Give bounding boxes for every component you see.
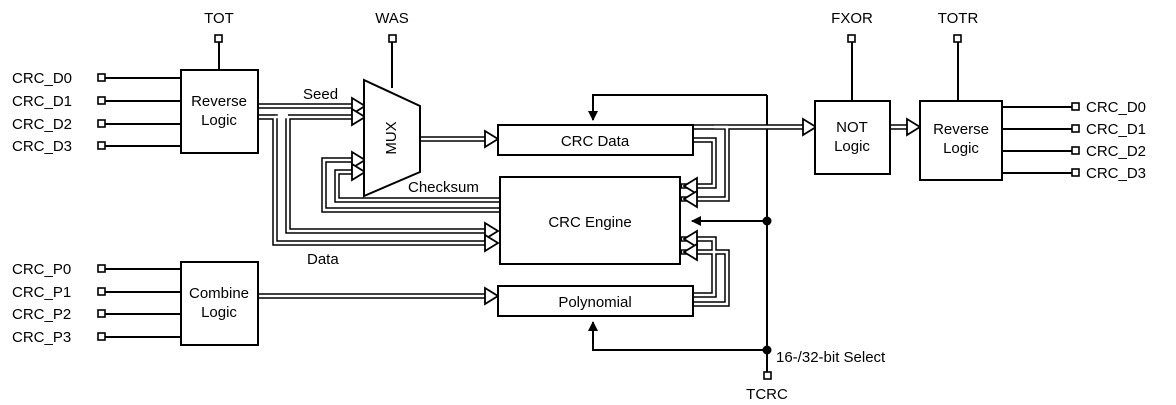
svg-text:Logic: Logic xyxy=(201,112,237,129)
left-poly-pin-labels: CRC_P0 CRC_P1 CRC_P2 CRC_P3 xyxy=(12,261,71,346)
svg-text:CRC_D2: CRC_D2 xyxy=(12,116,72,133)
bus-labels: Seed Checksum Data xyxy=(303,86,479,268)
svg-text:CRC_D3: CRC_D3 xyxy=(1086,165,1146,182)
svg-text:Logic: Logic xyxy=(943,140,979,157)
svg-text:MUX: MUX xyxy=(383,121,400,154)
svg-text:CRC_P2: CRC_P2 xyxy=(12,306,71,323)
checksum-label: Checksum xyxy=(408,179,479,196)
pins xyxy=(97,34,1080,380)
svg-text:Reverse: Reverse xyxy=(191,93,247,110)
svg-text:Polynomial: Polynomial xyxy=(558,294,631,311)
junction-dot xyxy=(762,345,772,355)
seed-label: Seed xyxy=(303,86,338,103)
svg-text:CRC_D1: CRC_D1 xyxy=(12,93,72,110)
tcrc-label: TCRC xyxy=(746,386,788,403)
right-output-pin-labels: CRC_D0 CRC_D1 CRC_D2 CRC_D3 xyxy=(1086,99,1146,182)
totr-label: TOTR xyxy=(938,10,979,27)
data-label: Data xyxy=(307,251,339,268)
left-data-pin-labels: CRC_D0 CRC_D1 CRC_D2 CRC_D3 xyxy=(12,70,72,155)
svg-text:CRC_P3: CRC_P3 xyxy=(12,329,71,346)
svg-text:CRC Engine: CRC Engine xyxy=(548,214,631,231)
control-wires xyxy=(105,42,1072,372)
select-label: 16-/32-bit Select xyxy=(776,349,886,366)
reverse-logic-in-block: Reverse Logic xyxy=(180,69,259,154)
svg-text:Logic: Logic xyxy=(834,138,870,155)
fxor-label: FXOR xyxy=(831,10,873,27)
not-logic-block: NOT Logic xyxy=(814,100,891,175)
bus-inner xyxy=(258,104,910,306)
svg-text:CRC_P0: CRC_P0 xyxy=(12,261,71,278)
svg-text:Reverse: Reverse xyxy=(933,121,989,138)
crc-engine-block: CRC Engine xyxy=(499,176,681,265)
crc-data-block: CRC Data xyxy=(497,124,694,156)
svg-text:CRC Data: CRC Data xyxy=(561,133,630,150)
reverse-logic-out-block: Reverse Logic xyxy=(919,100,1003,181)
polynomial-block: Polynomial xyxy=(497,285,694,317)
signal-labels: TOT WAS FXOR TOTR TCRC 16-/32-bit Select xyxy=(204,10,978,403)
svg-text:CRC_P1: CRC_P1 xyxy=(12,284,71,301)
tot-label: TOT xyxy=(204,10,234,27)
bus-arrowheads xyxy=(351,96,922,306)
combine-logic-block: Combine Logic xyxy=(180,261,259,346)
svg-text:Combine: Combine xyxy=(189,285,249,302)
svg-text:CRC_D3: CRC_D3 xyxy=(12,138,72,155)
was-label: WAS xyxy=(375,10,409,27)
svg-text:NOT: NOT xyxy=(836,119,868,136)
svg-text:CRC_D0: CRC_D0 xyxy=(12,70,72,87)
svg-text:CRC_D1: CRC_D1 xyxy=(1086,121,1146,138)
svg-text:CRC_D0: CRC_D0 xyxy=(1086,99,1146,116)
svg-text:CRC_D2: CRC_D2 xyxy=(1086,143,1146,160)
mux-block: MUX xyxy=(363,78,421,198)
svg-text:Logic: Logic xyxy=(201,304,237,321)
junction-dot xyxy=(762,216,772,226)
